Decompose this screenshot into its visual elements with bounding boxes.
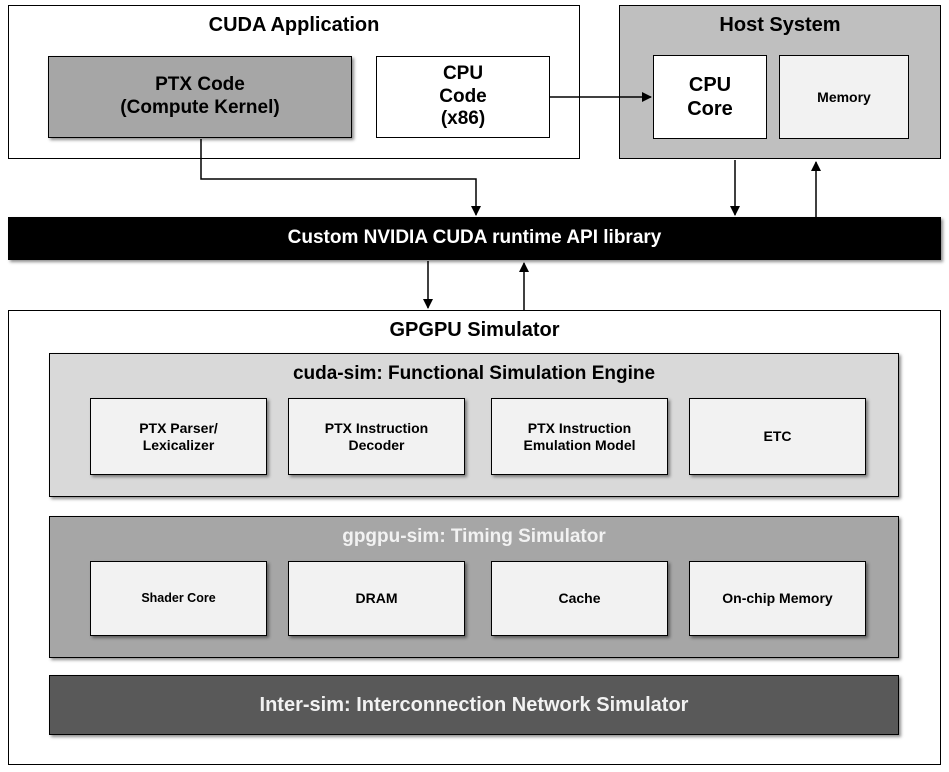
cache-box: Cache xyxy=(491,561,668,636)
shader-core-box: Shader Core xyxy=(90,561,267,636)
on-chip-memory-label: On-chip Memory xyxy=(722,590,833,607)
ptx-code-sublabel: (Compute Kernel) xyxy=(120,97,280,118)
cuda-application-title: CUDA Application xyxy=(208,14,380,36)
ptx-parser-line1: PTX Parser/ xyxy=(139,419,218,436)
inter-sim-title: Inter-sim: Interconnection Network Simul… xyxy=(259,694,689,716)
on-chip-memory-box: On-chip Memory xyxy=(689,561,866,636)
ptx-emulation-box: PTX Instruction Emulation Model xyxy=(491,398,668,475)
ptx-parser-box: PTX Parser/ Lexicalizer xyxy=(90,398,267,475)
cpu-code-line1: CPU xyxy=(442,62,484,84)
dram-box: DRAM xyxy=(288,561,465,636)
cache-label: Cache xyxy=(558,590,601,607)
ptx-decoder-line2: Decoder xyxy=(348,436,405,453)
memory-label: Memory xyxy=(817,88,871,105)
ptx-decoder-box: PTX Instruction Decoder xyxy=(288,398,465,475)
cuda-sim-title: cuda-sim: Functional Simulation Engine xyxy=(292,363,656,384)
cpu-code-line2: Code xyxy=(439,85,487,107)
dram-label: DRAM xyxy=(355,590,398,607)
host-system-title: Host System xyxy=(719,14,841,36)
cpu-core-box: CPU Core xyxy=(653,55,767,139)
etc-label: ETC xyxy=(763,428,792,445)
runtime-api-bar: Custom NVIDIA CUDA runtime API library xyxy=(8,217,941,260)
ptx-code-box: PTX Code (Compute Kernel) xyxy=(48,56,352,138)
ptx-decoder-line1: PTX Instruction xyxy=(324,419,429,436)
cpu-core-line1: CPU xyxy=(688,74,732,96)
cpu-core-line2: Core xyxy=(687,98,733,120)
gpgpu-simulator-title: GPGPU Simulator xyxy=(389,319,560,341)
ptx-emulation-line1: PTX Instruction xyxy=(527,419,632,436)
cpu-code-line3: (x86) xyxy=(440,108,486,130)
ptx-emulation-line2: Emulation Model xyxy=(523,436,636,453)
runtime-api-label: Custom NVIDIA CUDA runtime API library xyxy=(287,227,662,249)
gpgpu-sim-title: gpgpu-sim: Timing Simulator xyxy=(342,526,606,547)
ptx-parser-line2: Lexicalizer xyxy=(142,436,215,453)
memory-box: Memory xyxy=(779,55,909,139)
etc-box: ETC xyxy=(689,398,866,475)
inter-sim-box: Inter-sim: Interconnection Network Simul… xyxy=(49,675,899,735)
cpu-code-box: CPU Code (x86) xyxy=(376,56,550,138)
shader-core-label: Shader Core xyxy=(141,591,216,605)
ptx-code-label: PTX Code xyxy=(155,74,245,96)
